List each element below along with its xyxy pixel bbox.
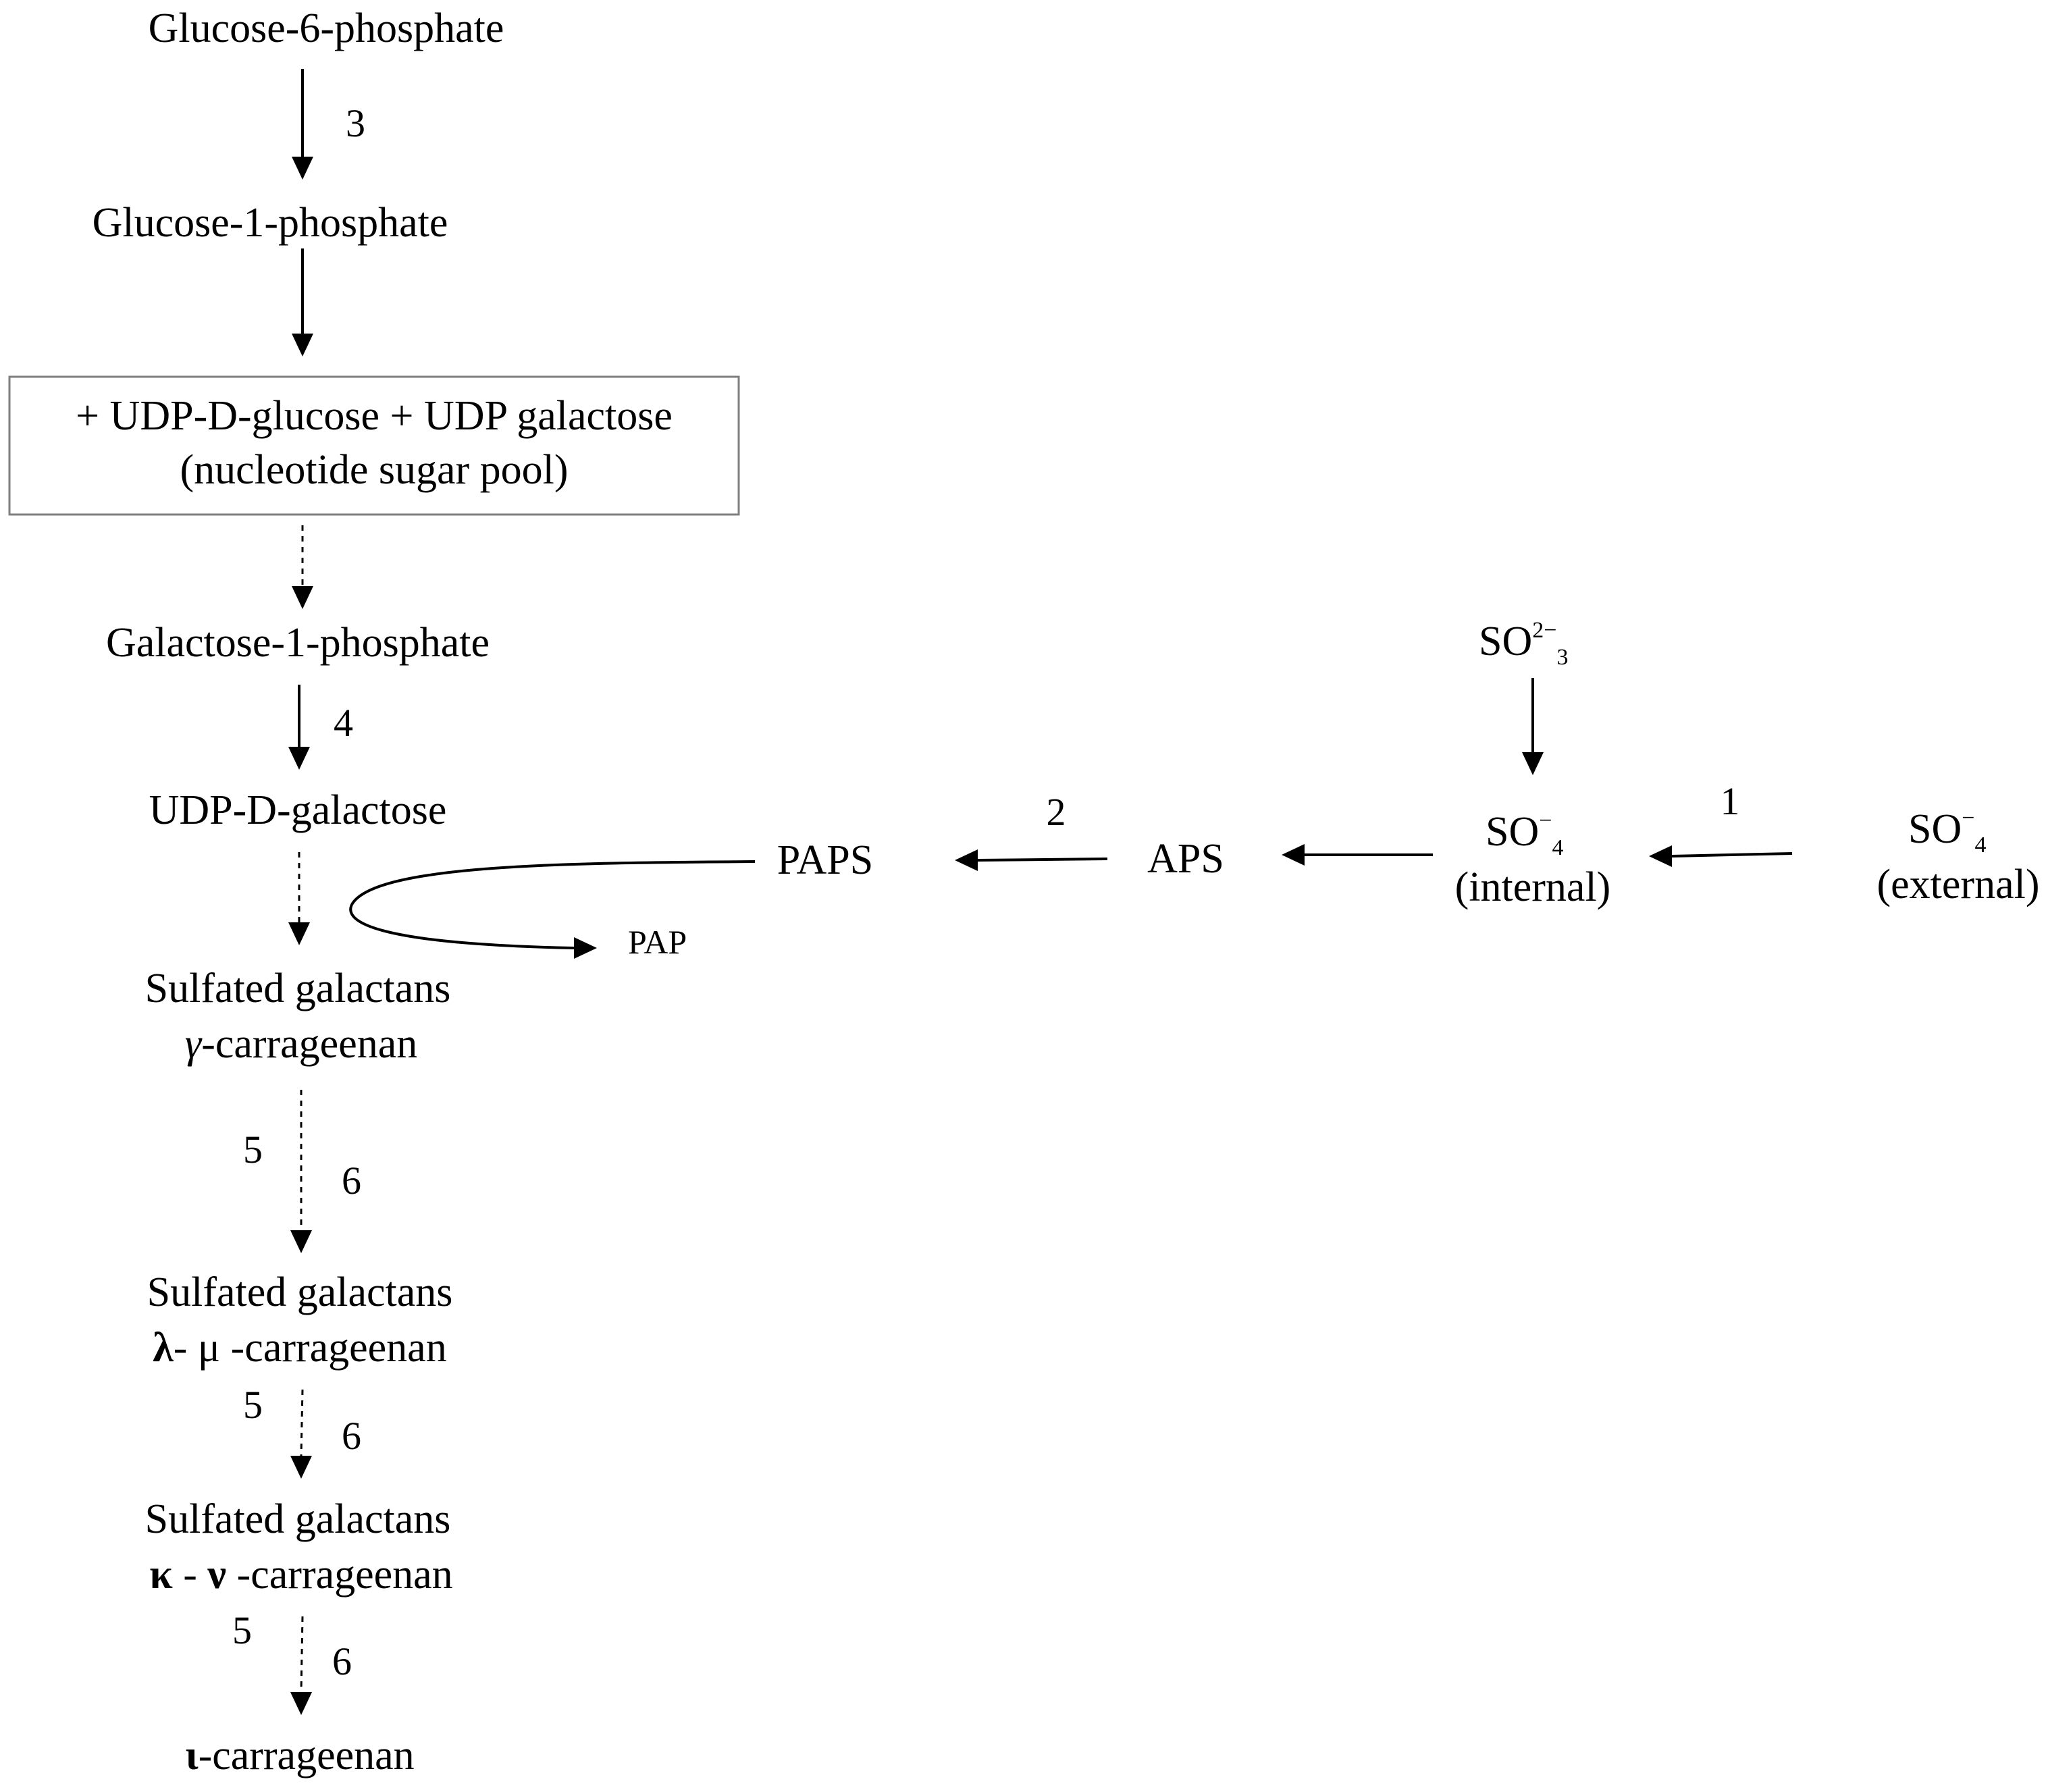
node-iota-carrageenan: ι-carrageenan [185, 1733, 414, 1778]
node-paps: PAPS [777, 837, 874, 883]
step-label-4: 4 [334, 701, 353, 745]
arrowhead-pool-to-gal1p [292, 586, 313, 609]
sulfite-subscript: 3 [1556, 645, 1568, 670]
arrowhead-sulfate-internal-to-aps [1282, 844, 1305, 866]
node-udp-d-galactose: UDP-D-galactose [149, 787, 447, 833]
iota-suffix: -carrageenan [199, 1733, 415, 1778]
node-kappa-nu-carrageenan: κ - ν -carrageenan [149, 1552, 452, 1598]
step-label-3: 3 [346, 101, 365, 145]
sulfate-internal-base: SO [1486, 809, 1539, 855]
sulfate-external-base: SO [1908, 806, 1962, 852]
arrowhead-aps-to-paps [955, 849, 978, 871]
arrowhead-sg2-to-sg3 [290, 1456, 312, 1479]
step-label-6a: 6 [342, 1159, 361, 1203]
dotted-arrow-sg3-to-iota [300, 1616, 304, 1693]
arrowhead-g6p-to-g1p [292, 157, 313, 180]
arrow-sulfate-external-to-internal [1671, 852, 1793, 858]
step-label-5c: 5 [232, 1608, 252, 1652]
sulfate-internal-subscript: 4 [1552, 835, 1563, 860]
node-glucose-6-phosphate: Glucose-6-phosphate [149, 5, 504, 51]
nu-symbol: ν [207, 1552, 226, 1598]
node-pap: PAP [628, 923, 687, 961]
arrow-aps-to-paps [977, 858, 1108, 862]
node-sulfate-internal: SO−4 [1486, 808, 1563, 860]
arrowhead-sulfate-external-to-internal [1649, 845, 1672, 867]
sulfite-charge: 2− [1532, 618, 1556, 643]
arrowhead-paps-to-pap [574, 937, 597, 959]
arrowhead-g1p-to-pool [292, 334, 313, 357]
nucleotide-sugar-pool-box [8, 375, 740, 516]
node-galactose-1-phosphate: Galactose-1-phosphate [106, 620, 490, 666]
step-label-6c: 6 [332, 1639, 352, 1683]
node-glucose-1-phosphate: Glucose-1-phosphate [93, 200, 448, 246]
node-sulfate-external: SO−4 [1908, 806, 1986, 858]
node-gamma-carrageenan: γ-carrageenan [185, 1021, 418, 1067]
node-sulfite: SO2−3 [1479, 618, 1568, 670]
step-label-5b: 5 [243, 1383, 263, 1427]
step-label-5a: 5 [243, 1128, 263, 1171]
sulfate-internal-charge: − [1539, 808, 1552, 833]
arrowhead-sg1-to-sg2 [290, 1230, 312, 1253]
dotted-arrow-sg2-to-sg3 [300, 1389, 304, 1456]
step-label-6b: 6 [342, 1414, 361, 1458]
kappa-nu-dash: - [173, 1552, 208, 1598]
sulfate-internal-note: (internal) [1455, 864, 1611, 910]
sulfate-external-charge: − [1962, 806, 1974, 831]
sulfite-base: SO [1479, 618, 1532, 664]
sulfate-external-subscript: 4 [1974, 833, 1986, 858]
lambda-mu-suffix: - μ -carrageenan [174, 1325, 447, 1371]
arrowhead-sg3-to-iota [290, 1692, 312, 1715]
pool-line-2: (nucleotide sugar pool) [180, 447, 568, 493]
node-lambda-mu-carrageenan: λ- μ -carrageenan [153, 1325, 446, 1371]
node-sg1-title: Sulfated galactans [145, 966, 451, 1011]
node-sg3-title: Sulfated galactans [145, 1496, 451, 1542]
arrowhead-udpgal-to-sg1 [288, 922, 310, 945]
step-label-2: 2 [1047, 790, 1066, 834]
arrowhead-gal1p-to-udpgal [288, 747, 310, 770]
kappa-nu-suffix: -carrageenan [226, 1552, 453, 1598]
step-label-1: 1 [1721, 779, 1740, 823]
node-aps: APS [1147, 836, 1224, 882]
kappa-symbol: κ [149, 1552, 172, 1598]
iota-symbol: ι [185, 1733, 199, 1778]
pool-line-1: + UDP-D-glucose + UDP galactose [76, 393, 673, 439]
gamma-symbol: γ [185, 1021, 203, 1067]
sulfate-external-note: (external) [1877, 862, 2040, 907]
curved-arrow-paps-to-pap [349, 860, 756, 949]
gamma-suffix: -carrageenan [201, 1021, 417, 1067]
node-sg2-title: Sulfated galactans [147, 1269, 453, 1315]
lambda-symbol: λ [153, 1325, 174, 1371]
arrowhead-sulfite-to-sulfate-internal [1522, 752, 1544, 775]
